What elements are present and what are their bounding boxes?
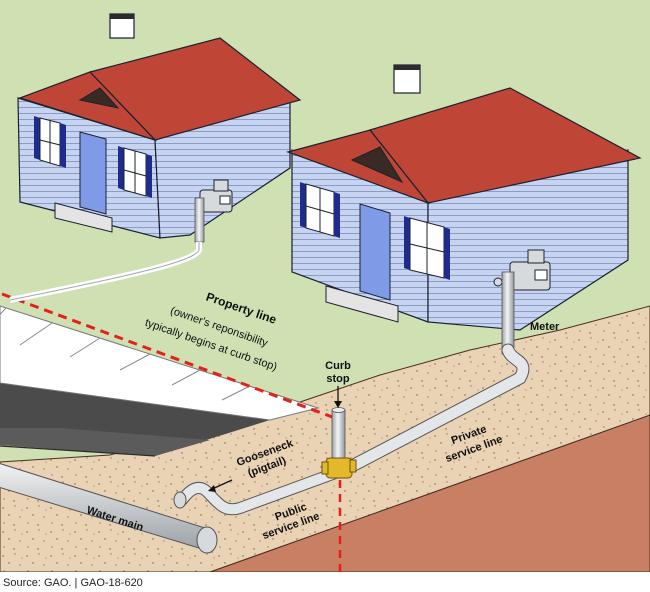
private-service-line: [345, 271, 530, 473]
house-right: [286, 64, 642, 331]
curb-stop-label-2: stop: [326, 373, 350, 385]
curb-stop-label-1: Curb: [325, 360, 351, 372]
house-left: [9, 13, 302, 303]
water-main: [0, 463, 218, 554]
service-line-diagram: Property line (owner's reponsibility typ…: [0, 0, 650, 572]
public-service-line: [176, 466, 344, 516]
sidewalk-joints: [0, 307, 251, 401]
source-note: Source: GAO. | GAO-18-620: [3, 577, 143, 589]
meter-label: Meter: [530, 321, 560, 333]
curb: [0, 428, 210, 456]
curb-stop: [321, 407, 357, 479]
